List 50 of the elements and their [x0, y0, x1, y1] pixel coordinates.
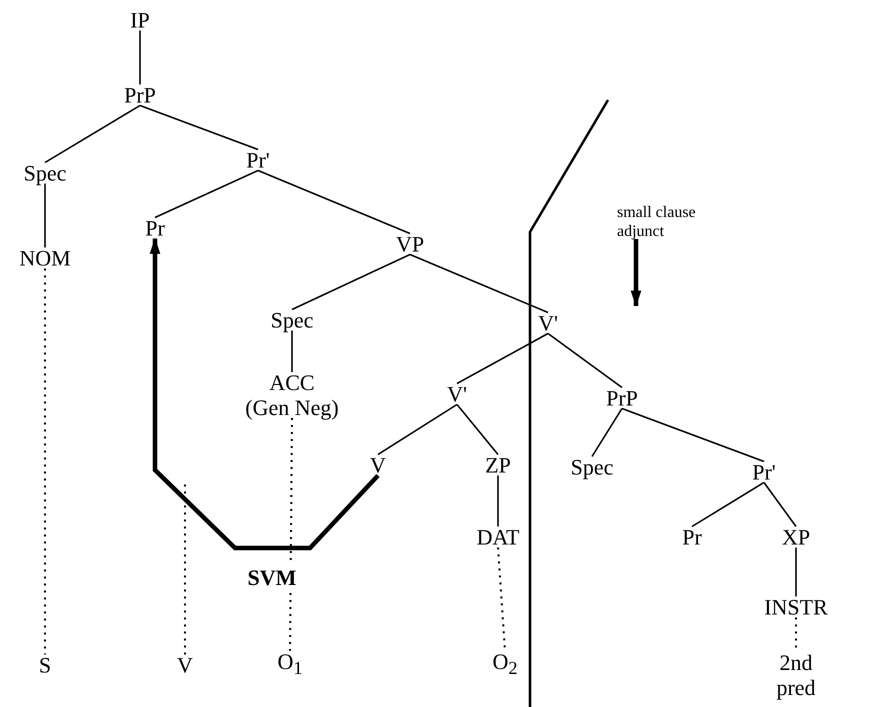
category-label: Spec: [24, 160, 66, 186]
category-label: ACC (Gen Neg): [245, 370, 339, 420]
branch-line: [139, 30, 141, 84]
category-label: NOM: [19, 246, 71, 270]
branch-line: [258, 170, 410, 234]
branch-line: [548, 332, 622, 388]
category-label: S: [38, 652, 52, 678]
category-label: Spec: [570, 454, 614, 480]
category-label: 2nd pred: [771, 650, 821, 700]
category-label: INSTR: [764, 594, 828, 620]
category-label: O$_{2}$: [492, 648, 518, 682]
edge-label: SVM: [246, 565, 298, 591]
branch-line: [44, 184, 46, 248]
category-label: Spec: [270, 308, 314, 332]
category-label: V': [538, 310, 558, 336]
category-label: DAT: [476, 524, 520, 550]
dotted-line: [44, 268, 46, 654]
arrow: [150, 238, 380, 550]
category-label: PrP: [124, 82, 156, 108]
branch-line: [140, 104, 258, 150]
category-label: PrP: [606, 386, 638, 410]
branch-line: [692, 482, 764, 528]
branch-line: [154, 170, 258, 218]
category-label: V: [370, 452, 386, 478]
category-label: ZP: [485, 452, 511, 478]
category-label: V': [447, 382, 467, 406]
category-label: Pr: [682, 524, 702, 550]
branch-line: [292, 254, 410, 310]
annotation-text: small clause adjunct: [617, 203, 727, 241]
branch-line: [622, 408, 764, 462]
branch-line: [44, 104, 140, 164]
category-label: IP: [130, 8, 150, 32]
category-label: Pr': [752, 460, 776, 484]
arrow: [630, 239, 642, 307]
category-label: VP: [396, 232, 424, 256]
branch-line: [456, 404, 499, 455]
category-label: O$_{1}$: [277, 648, 303, 682]
branch-line: [456, 332, 548, 384]
category-label: Pr: [145, 216, 165, 240]
dotted-line: [289, 418, 293, 651]
category-label: Pr': [246, 148, 270, 172]
branch-line: [378, 404, 458, 456]
category-label: XP: [782, 524, 810, 550]
branch-line: [291, 330, 293, 372]
branch-line: [497, 476, 499, 526]
branch-line: [591, 408, 623, 457]
category-label: V: [177, 652, 193, 678]
branch-line: [795, 548, 797, 596]
branch-line: [763, 482, 797, 527]
branch-line: [410, 254, 548, 314]
